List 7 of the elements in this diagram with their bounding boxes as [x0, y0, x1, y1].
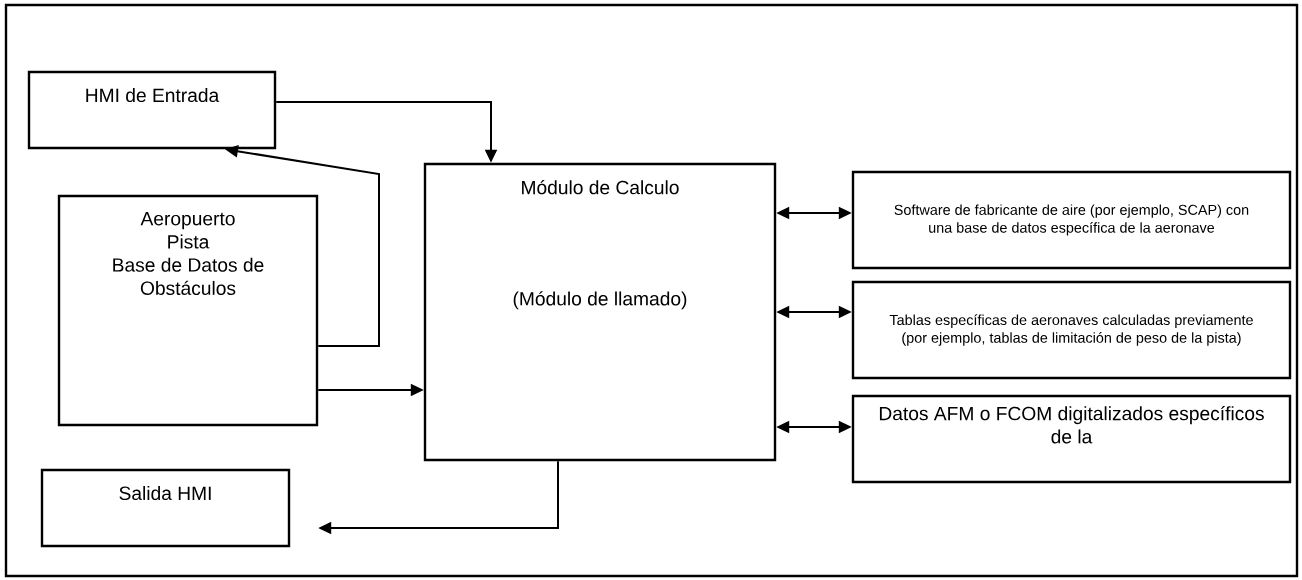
process-box: HMI de Entrada [27, 70, 277, 150]
process-box: Aeropuerto Pista Base de Datos de Obstáculos [57, 194, 319, 427]
process-box: Módulo de Calculo (Módulo de llamado) [423, 162, 777, 462]
process-box: Software de fabricante de aire (por ejemplo, SCAP) con una base de datos específica de la aeronave [851, 170, 1292, 270]
process-box: Tablas específicas de aeronaves calculadas previamente (por ejemplo, tablas de limitación de peso de la pista) [851, 280, 1292, 380]
process-box: Salida HMI [40, 468, 291, 548]
process-box: Datos AFM o FCOM digitalizados específicos de la [851, 394, 1292, 484]
